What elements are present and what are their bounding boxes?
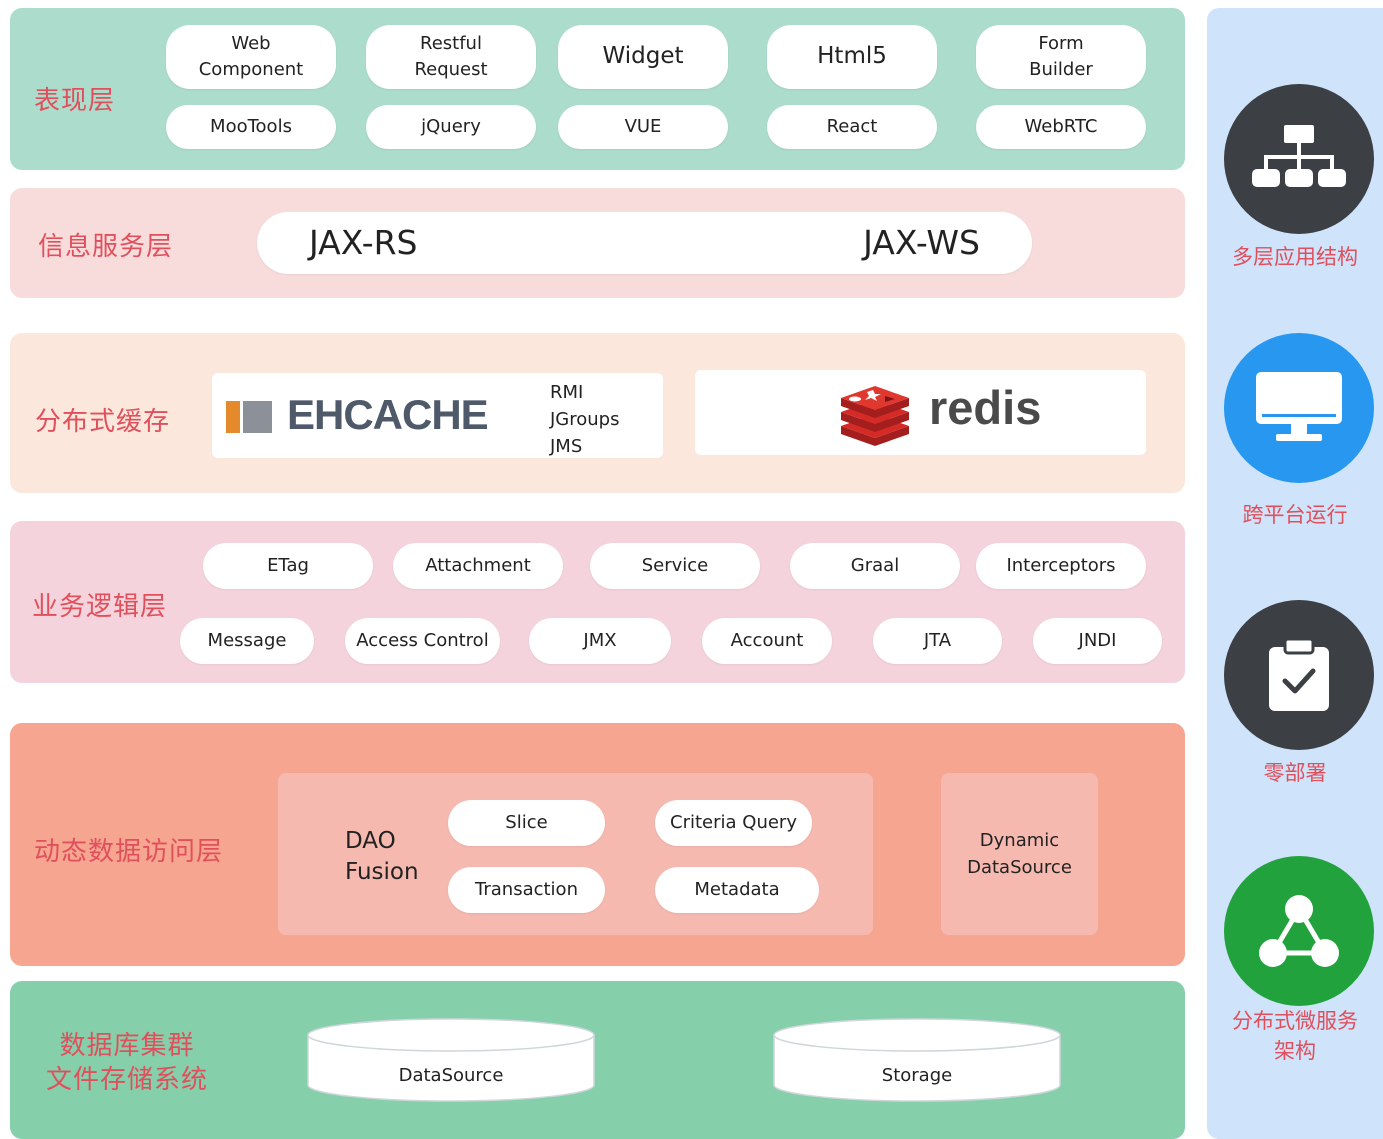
info-service-layer-label: 信息服务层 xyxy=(38,232,174,262)
widget-text: Widget xyxy=(602,43,684,70)
html5-text: Html5 xyxy=(817,43,887,70)
dynamic-text: Dynamic xyxy=(979,830,1060,851)
html5-pill: Html5 xyxy=(767,25,937,89)
etag-pill: ETag xyxy=(203,543,373,589)
web-component-line2: Component xyxy=(198,59,304,80)
database-cluster-label: 数据库集群 xyxy=(59,1031,195,1061)
jax-rs-text: JAX-RS xyxy=(309,223,418,263)
feature-label-multilayer-text: 多层应用结构 xyxy=(1232,245,1358,269)
jquery-pill: jQuery xyxy=(366,105,536,149)
redis-box: redis xyxy=(695,370,1146,455)
restful-request-line1: Restful xyxy=(420,32,482,54)
feature-label-cross-platform: 跨平台运行 xyxy=(1207,500,1383,530)
web-services-bar: JAX-RS JAX-WS xyxy=(257,212,1032,274)
jmx-pill: JMX xyxy=(529,618,671,664)
feature-circle-zero-deploy xyxy=(1224,600,1374,750)
datasource-cylinder: DataSource xyxy=(306,1017,596,1105)
feature-circle-microservices xyxy=(1224,856,1374,1006)
jax-ws-text: JAX-WS xyxy=(863,223,980,263)
storage-cylinder: Storage xyxy=(772,1017,1062,1105)
web-component-line1: Web xyxy=(231,32,271,54)
interceptors-pill: Interceptors xyxy=(976,543,1146,589)
restful-request-line2: Request xyxy=(414,59,488,80)
vue-pill: VUE xyxy=(558,105,728,149)
network-nodes-icon xyxy=(1259,895,1339,967)
message-pill: Message xyxy=(180,618,314,664)
ehcache-protocols: RMI JGroups JMS xyxy=(550,379,620,460)
attachment-pill: Attachment xyxy=(393,543,563,589)
monitor-icon xyxy=(1256,372,1342,441)
protocol-jgroups: JGroups xyxy=(550,409,620,430)
mootools-pill: MooTools xyxy=(166,105,336,149)
react-pill: React xyxy=(767,105,937,149)
ehcache-logo-icon xyxy=(226,401,272,433)
datasource-cylinder-shape xyxy=(307,1018,595,1102)
feature-circle-multilayer xyxy=(1224,84,1374,234)
redis-logo-text: redis xyxy=(929,381,1042,434)
feature-label-zero-deploy: 零部署 xyxy=(1207,758,1383,788)
distributed-cache-layer-label: 分布式缓存 xyxy=(35,407,171,437)
features-panel: 多层应用结构 跨平台运行 零部署 分布 xyxy=(1207,8,1383,1139)
transaction-pill: Transaction xyxy=(448,867,605,913)
database-layer: 数据库集群 文件存储系统 DataSource Storage xyxy=(10,981,1185,1139)
slice-pill: Slice xyxy=(448,800,605,846)
data-access-layer: 动态数据访问层 DAO Fusion Slice Criteria Query … xyxy=(10,723,1185,966)
metadata-pill: Metadata xyxy=(655,867,819,913)
feature-label-zero-deploy-text: 零部署 xyxy=(1263,761,1327,785)
datasource-text: DataSource xyxy=(967,857,1072,878)
feature-label-cross-platform-text: 跨平台运行 xyxy=(1242,503,1348,527)
presentation-layer-label: 表现层 xyxy=(34,86,116,116)
datasource-cylinder-label: DataSource xyxy=(398,1065,504,1086)
jndi-pill: JNDI xyxy=(1033,618,1162,664)
redis-logo-icon xyxy=(841,386,909,446)
ehcache-box: EHCACHE RMI JGroups JMS xyxy=(212,373,663,458)
ehcache-logo-text: EHCACHE xyxy=(287,391,489,438)
dao-text: DAO xyxy=(345,828,396,854)
feature-label-microservices-line2: 架构 xyxy=(1274,1039,1316,1064)
info-service-layer: 信息服务层 JAX-RS JAX-WS xyxy=(10,188,1185,298)
widget-pill: Widget xyxy=(558,25,728,89)
feature-label-microservices: 分布式微服务 架构 xyxy=(1207,1006,1383,1067)
storage-cylinder-shape xyxy=(773,1018,1061,1102)
storage-cylinder-label: Storage xyxy=(881,1065,953,1086)
form-builder-line2: Builder xyxy=(1029,59,1093,80)
feature-label-multilayer: 多层应用结构 xyxy=(1207,242,1383,272)
dao-fusion-title: DAO Fusion xyxy=(345,826,419,888)
dynamic-datasource-panel: Dynamic DataSource xyxy=(941,773,1098,935)
access-control-pill: Access Control xyxy=(345,618,500,664)
database-layer-label: 数据库集群 文件存储系统 xyxy=(46,1029,208,1098)
protocol-jms: JMS xyxy=(550,436,583,457)
feature-label-microservices-line1: 分布式微服务 xyxy=(1232,1009,1358,1033)
criteria-query-pill: Criteria Query xyxy=(655,800,812,846)
hierarchy-icon xyxy=(1252,125,1346,187)
webrtc-pill: WebRTC xyxy=(976,105,1146,149)
business-logic-layer-label: 业务逻辑层 xyxy=(32,592,168,622)
clipboard-check-icon xyxy=(1269,639,1329,711)
account-pill: Account xyxy=(702,618,832,664)
graal-pill: Graal xyxy=(790,543,960,589)
dao-fusion-panel: DAO Fusion Slice Criteria Query Transact… xyxy=(278,773,873,935)
fusion-text: Fusion xyxy=(345,859,419,886)
service-pill: Service xyxy=(590,543,760,589)
protocol-rmi: RMI xyxy=(550,382,584,403)
feature-circle-cross-platform xyxy=(1224,333,1374,483)
distributed-cache-layer: 分布式缓存 EHCACHE RMI JGroups JMS redis xyxy=(10,333,1185,493)
form-builder-line1: Form xyxy=(1038,32,1084,54)
business-logic-layer: 业务逻辑层 ETag Attachment Service Graal Inte… xyxy=(10,521,1185,683)
file-storage-label: 文件存储系统 xyxy=(46,1065,209,1096)
jta-pill: JTA xyxy=(873,618,1002,664)
data-access-layer-label: 动态数据访问层 xyxy=(34,837,224,867)
